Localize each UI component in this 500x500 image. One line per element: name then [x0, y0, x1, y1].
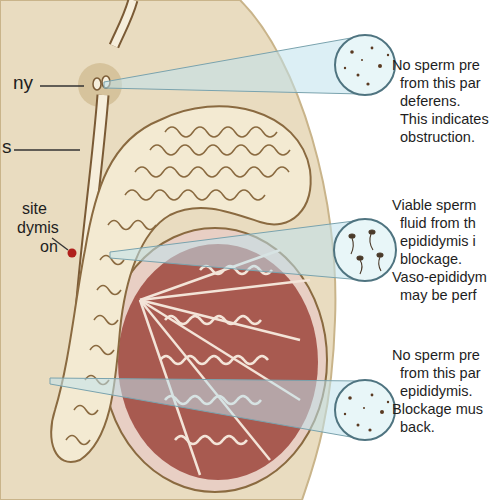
magnifier-cone [50, 36, 362, 439]
callout-text: back. [400, 418, 435, 436]
sperm-cells [349, 230, 383, 274]
part-label: ny [13, 74, 33, 92]
part-label: on [40, 238, 58, 256]
callout-text: from this par [400, 74, 481, 92]
callout-text: epididymis i [400, 232, 476, 250]
callout-text: Blockage mus [392, 400, 483, 418]
callout-text: No sperm pre [392, 56, 480, 74]
callout-text: epididymis. [400, 382, 473, 400]
part-label: s [2, 138, 12, 156]
part-label: site [22, 200, 47, 218]
testis-lobules [118, 244, 318, 480]
callout-text: Vaso-epididym [392, 268, 487, 286]
seminiferous-tubules [140, 250, 310, 475]
callout-text: may be perf [400, 286, 477, 304]
callout-text: fluid from th [400, 214, 476, 232]
callout-text: No sperm pre [392, 346, 480, 364]
debris-specks [344, 47, 389, 432]
callout-text: obstruction. [400, 128, 475, 146]
vas-deferens [114, 0, 133, 46]
callout-text: deferens. [400, 92, 460, 110]
callout-text: from this par [400, 364, 481, 382]
callout-text: This indicates [400, 110, 489, 128]
magnifier-circle [334, 35, 396, 440]
part-label: dymis [17, 219, 59, 237]
cut-end [93, 78, 101, 90]
callout-text: Viable sperm [392, 196, 476, 214]
vas-outline [114, 0, 133, 46]
callout-text: blockage. [400, 250, 462, 268]
leader-line [14, 86, 84, 250]
obstruction-site [68, 249, 77, 258]
